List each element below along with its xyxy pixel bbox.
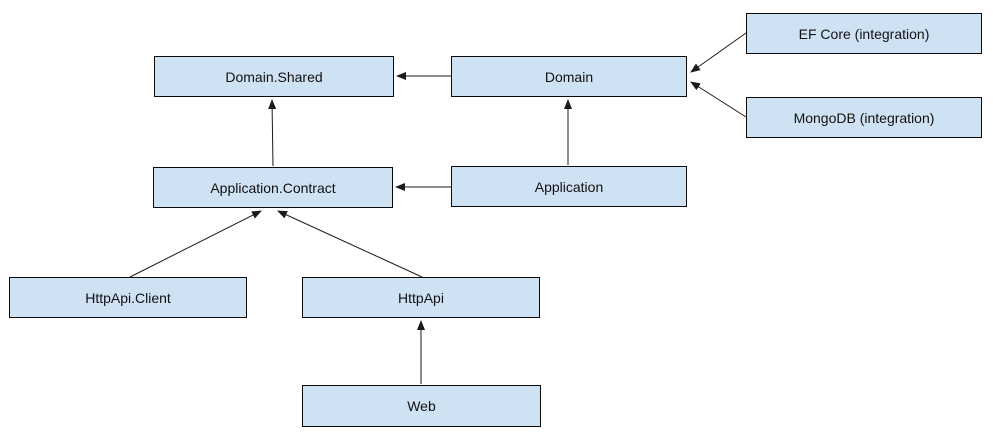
node-domain-shared: Domain.Shared — [154, 56, 394, 97]
node-httpapi-client: HttpApi.Client — [9, 277, 247, 318]
arrow-mongodb-to-domain — [690, 81, 747, 118]
node-application: Application — [451, 166, 687, 207]
node-application-contract: Application.Contract — [153, 167, 393, 208]
arrow-httpapi-to-applicationcontract — [277, 210, 423, 278]
node-httpapi: HttpApi — [302, 277, 540, 318]
arrow-applicationcontract-to-domainshared — [268, 99, 277, 167]
node-domain: Domain — [451, 56, 687, 97]
arrow-efcore-to-domain — [690, 32, 747, 73]
node-web: Web — [302, 385, 541, 427]
node-ef-core-integration: EF Core (integration) — [746, 13, 982, 54]
arrow-httpapiclient-to-applicationcontract — [129, 210, 262, 278]
node-mongodb-integration: MongoDB (integration) — [746, 97, 982, 138]
